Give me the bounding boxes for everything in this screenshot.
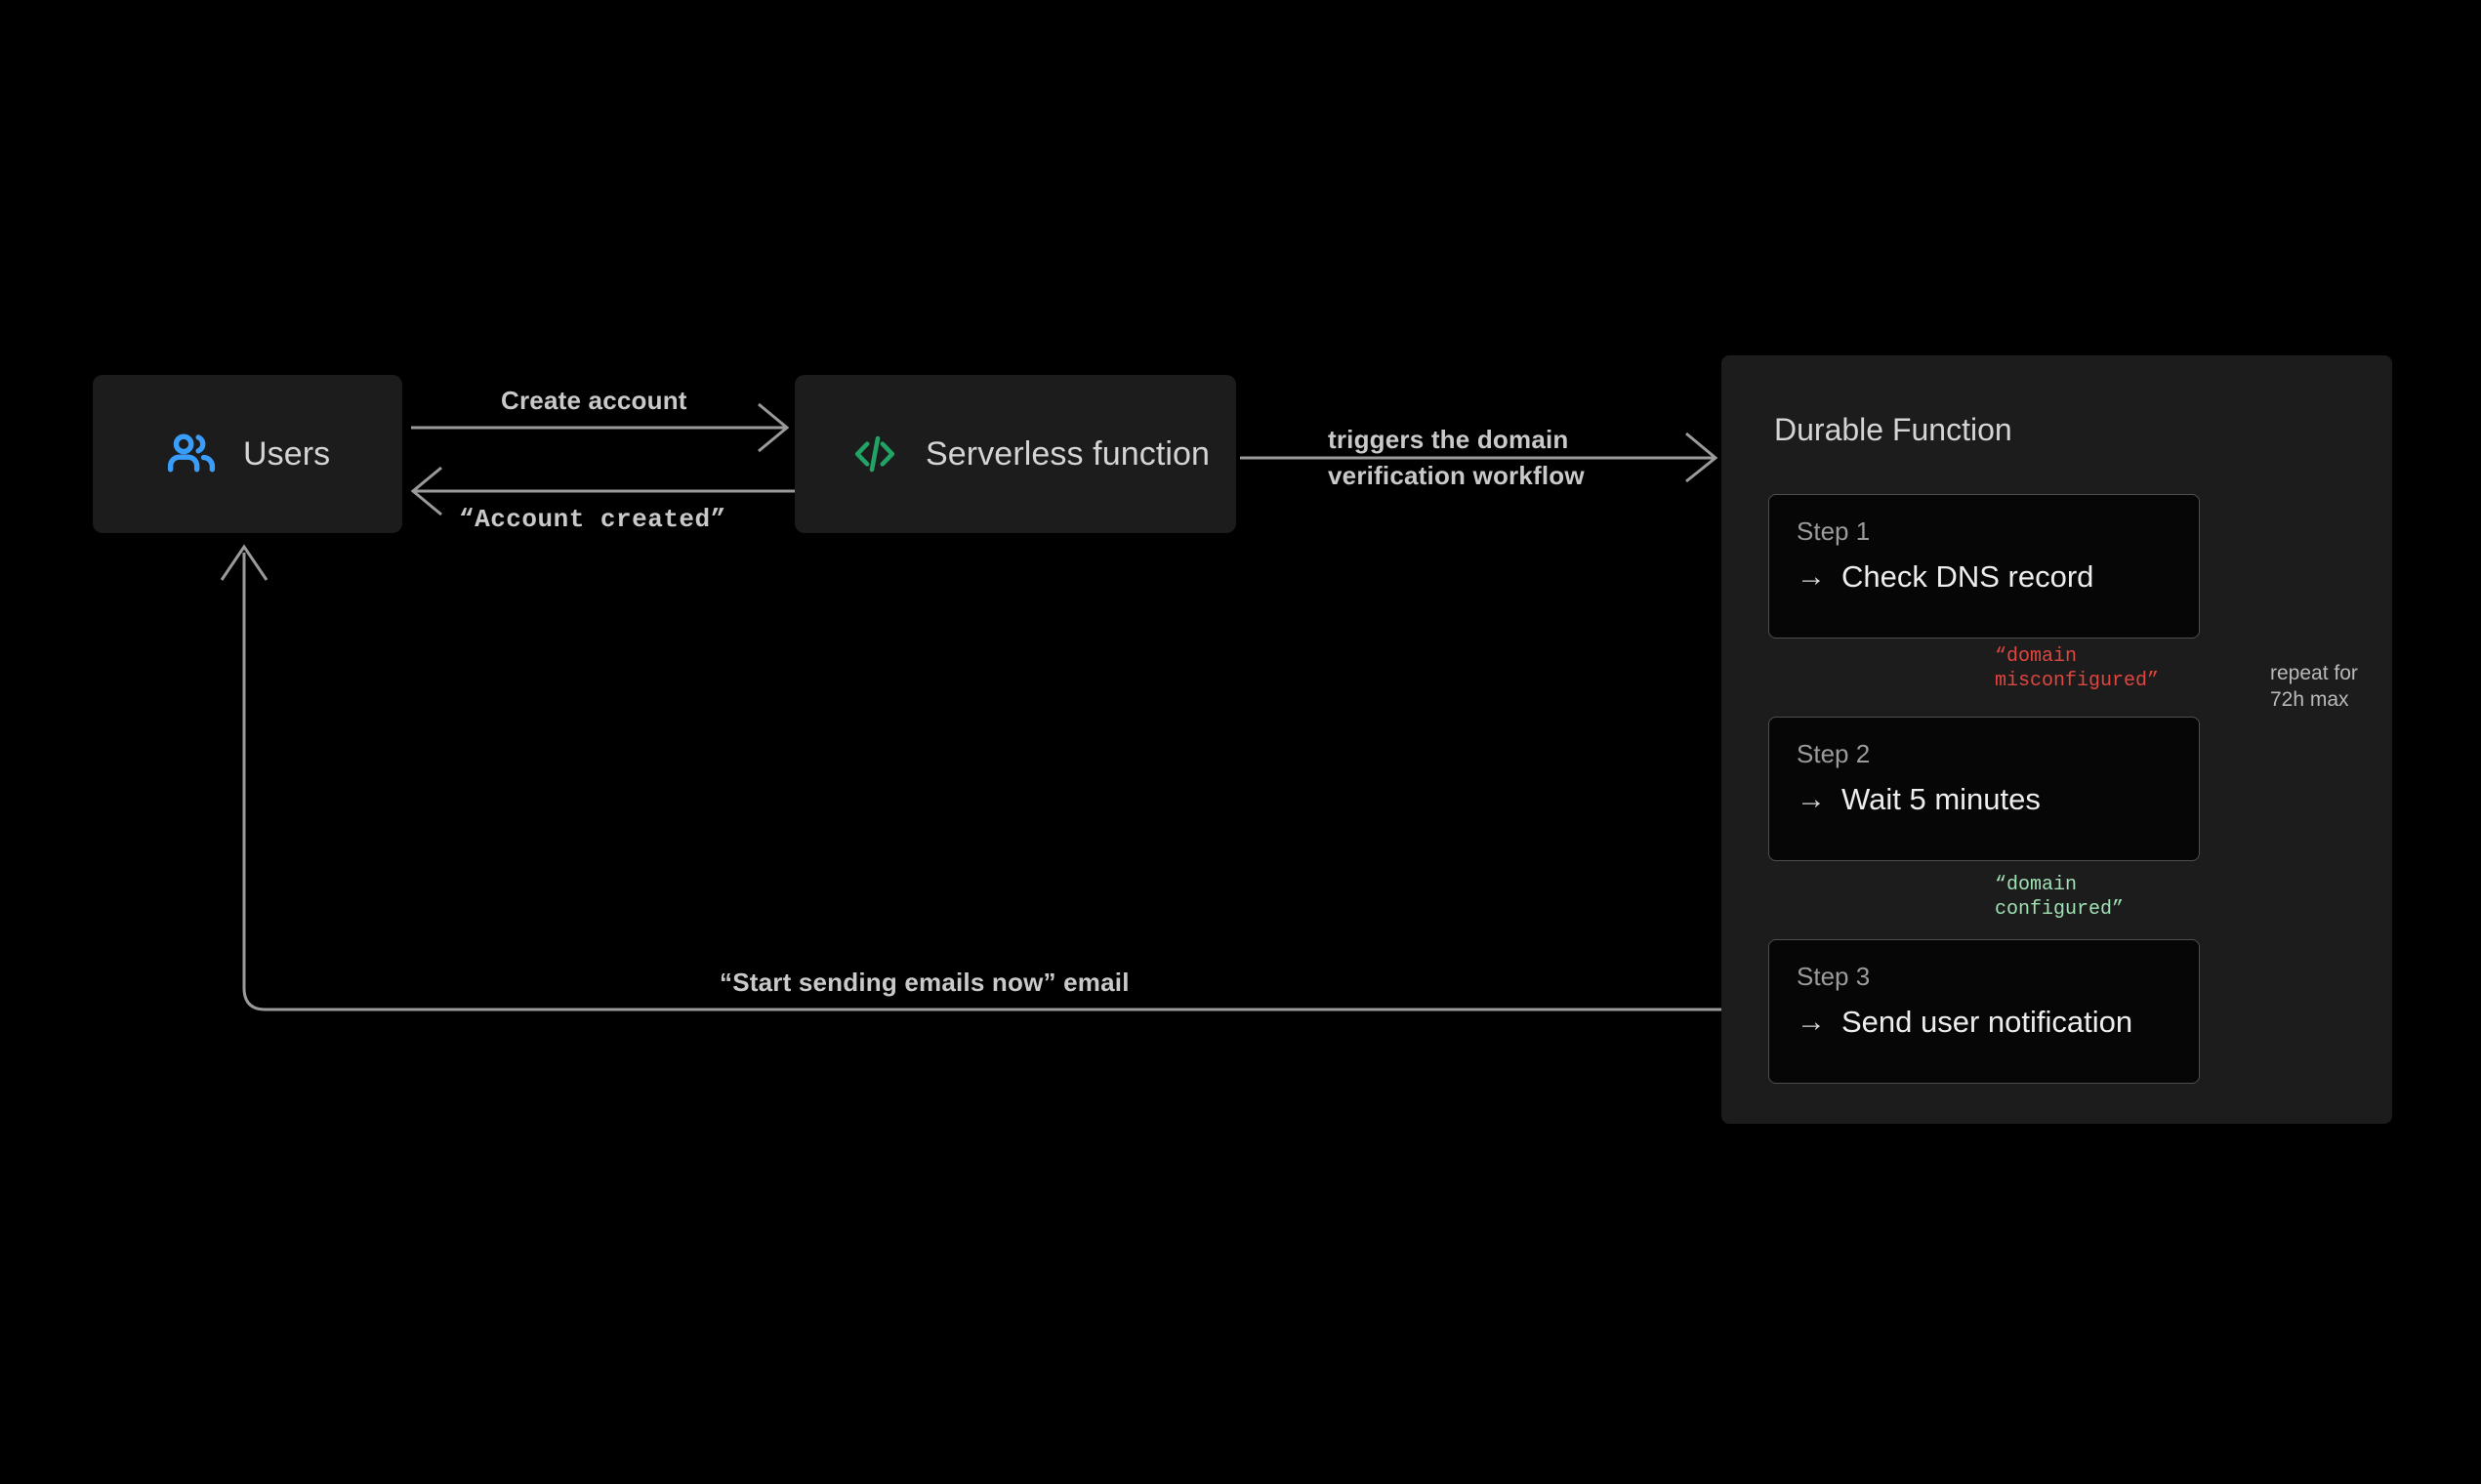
step-1-kicker: Step 1 <box>1797 516 1871 546</box>
arrow-right-icon: → <box>1797 783 1826 815</box>
edge-start-sending <box>220 544 1762 1011</box>
step-3-kicker: Step 3 <box>1797 962 1871 991</box>
step-1-text: Check DNS record <box>1841 559 2094 594</box>
node-serverless-function[interactable]: Serverless function <box>795 375 1236 533</box>
step-3-body: → Send user notification <box>1797 1005 2199 1040</box>
step-2-kicker: Step 2 <box>1797 739 1871 768</box>
users-icon <box>165 428 218 480</box>
step-card-3[interactable]: Step 3 → Send user notification <box>1768 939 2200 1084</box>
edge-label-account-created: “Account created” <box>459 505 726 534</box>
node-users[interactable]: Users <box>93 375 402 533</box>
node-serverless-label: Serverless function <box>926 434 1211 473</box>
durable-function-title: Durable Function <box>1774 412 2012 447</box>
arrow-right-icon: → <box>1797 560 1826 593</box>
edge-label-start-sending-emails: “Start sending emails now” email <box>720 968 1130 997</box>
panel-durable-function: Durable Function Step 1 → Check DNS reco… <box>1721 355 2392 1124</box>
step-2-text: Wait 5 minutes <box>1841 782 2041 816</box>
step-card-2[interactable]: Step 2 → Wait 5 minutes <box>1768 717 2200 861</box>
node-users-label: Users <box>243 434 331 473</box>
step-1-body: → Check DNS record <box>1797 559 2199 595</box>
edge-label-create-account: Create account <box>501 386 687 415</box>
code-brackets-icon <box>849 429 900 479</box>
edge-label-domain-misconfigured: “domain misconfigured” <box>1995 645 2160 692</box>
step-card-1[interactable]: Step 1 → Check DNS record <box>1768 494 2200 639</box>
edge-label-domain-configured: “domain configured” <box>1995 874 2125 921</box>
edge-label-repeat-loop: repeat for 72h max <box>2270 662 2358 711</box>
step-3-text: Send user notification <box>1841 1005 2133 1039</box>
step-2-body: → Wait 5 minutes <box>1797 782 2199 817</box>
edge-label-triggers-workflow: triggers the domain verification workflo… <box>1328 425 1585 490</box>
arrow-right-icon: → <box>1797 1006 1826 1038</box>
